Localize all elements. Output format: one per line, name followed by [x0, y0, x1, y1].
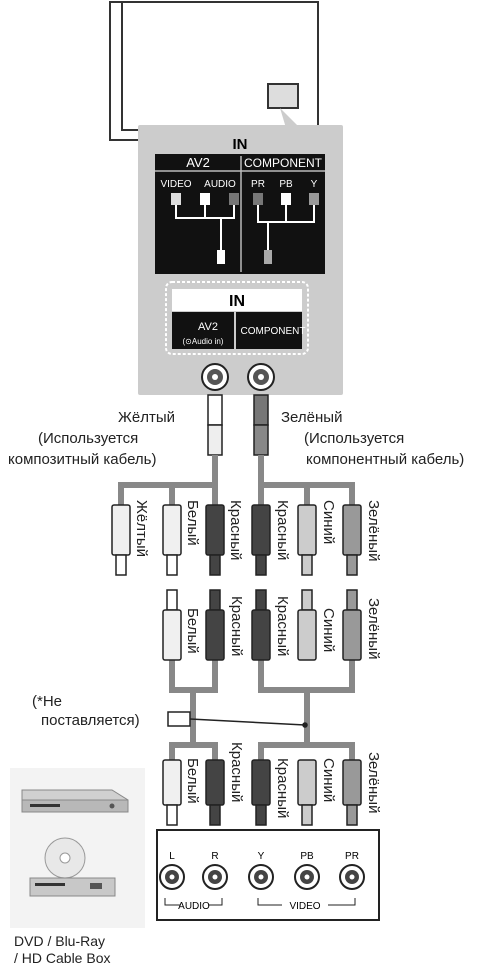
device-label-line1: DVD / Blu-Ray: [14, 933, 106, 949]
side-in-title: IN: [229, 293, 245, 310]
side-audio-in-label: (⊙Audio in): [183, 337, 224, 346]
component-note-line2: компонентный кабель): [306, 451, 465, 468]
row2-label-red-2: Красный: [274, 596, 291, 657]
row2-label-red: Красный: [228, 596, 245, 657]
row2-label-white: Белый: [184, 608, 201, 654]
plug-row-3: [162, 759, 362, 826]
side-av2-label: AV2: [198, 321, 218, 333]
row3-label-red-2: Красный: [274, 758, 291, 819]
audio-group-label: AUDIO: [178, 901, 210, 912]
row3-label-white: Белый: [184, 758, 201, 804]
cable-box-icon: [29, 837, 116, 897]
side-jacks: [201, 363, 275, 391]
row3-label-green: Зелёный: [365, 752, 382, 814]
component-note-line1: (Используется: [304, 430, 405, 447]
side-plugs: [207, 394, 269, 456]
group-brackets: [164, 898, 356, 906]
device-label-line2: / HD Cable Box: [14, 950, 111, 966]
panel-pointer: [280, 108, 300, 128]
bottom-jack-pb: PB: [300, 851, 314, 862]
rear-jack-panel: [155, 154, 325, 274]
not-supplied-line1: (*Не: [32, 693, 63, 710]
av2-header: AV2: [186, 155, 210, 170]
panel-in-title: IN: [233, 136, 248, 153]
not-supplied-marker: [167, 711, 308, 728]
bottom-jack-l: L: [169, 851, 175, 862]
not-supplied-line2: поставляется): [41, 712, 140, 729]
row1-label-red-2: Красный: [274, 500, 291, 561]
row2-label-blue: Синий: [320, 608, 337, 653]
green-label-right: Зелёный: [281, 409, 343, 426]
video-group-label: VIDEO: [289, 901, 320, 912]
bottom-jack-r: R: [211, 851, 218, 862]
side-jack-frame: [165, 281, 309, 355]
row1-label-yellow: Жёлтый: [133, 500, 150, 557]
jack-y-label: Y: [311, 179, 318, 190]
row1-label-green: Зелёный: [365, 500, 382, 562]
row1-label-white: Белый: [184, 500, 201, 546]
composite-note-line1: (Используется: [38, 430, 139, 447]
row1-label-blue: Синий: [320, 500, 337, 545]
jack-pr-label: PR: [251, 179, 265, 190]
row2-label-green: Зелёный: [365, 598, 382, 660]
row1-label-red: Красный: [227, 500, 244, 561]
jack-pb-label: PB: [279, 179, 293, 190]
bottom-jack-pr: PR: [345, 851, 359, 862]
yellow-label-left: Жёлтый: [118, 409, 175, 426]
jack-audio-label: AUDIO: [204, 179, 236, 190]
device-jacks: [159, 864, 365, 890]
dvd-player-icon: [21, 789, 129, 813]
row3-label-red: Красный: [228, 742, 245, 803]
component-header: COMPONENT: [244, 156, 323, 170]
cables: [118, 455, 355, 760]
row3-label-blue: Синий: [320, 758, 337, 803]
plug-row-2: [162, 589, 362, 661]
jack-video-label: VIDEO: [160, 179, 191, 190]
bottom-jack-y: Y: [258, 851, 265, 862]
side-component-label: COMPONENT: [241, 326, 306, 337]
composite-note-line2: композитный кабель): [8, 451, 157, 468]
plug-row-1: [111, 504, 362, 576]
